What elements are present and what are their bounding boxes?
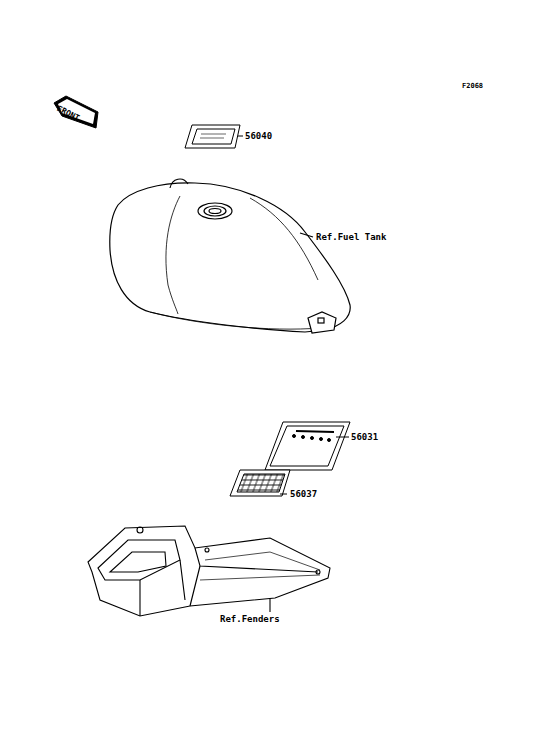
label-decal xyxy=(265,422,350,470)
callout-number: 56040 xyxy=(245,131,272,142)
label-decal xyxy=(185,125,243,148)
figure-number: F2068 xyxy=(462,81,483,92)
callout-number: 56031 xyxy=(351,432,378,443)
fender-tray xyxy=(88,526,330,616)
reference-label: Ref.Fuel Tank xyxy=(316,232,386,243)
label-decal xyxy=(230,470,290,496)
callout-number: 56037 xyxy=(290,489,317,500)
front-arrow-icon xyxy=(54,96,98,128)
fuel-tank xyxy=(110,179,350,333)
reference-label: Ref.Fenders xyxy=(220,614,280,625)
